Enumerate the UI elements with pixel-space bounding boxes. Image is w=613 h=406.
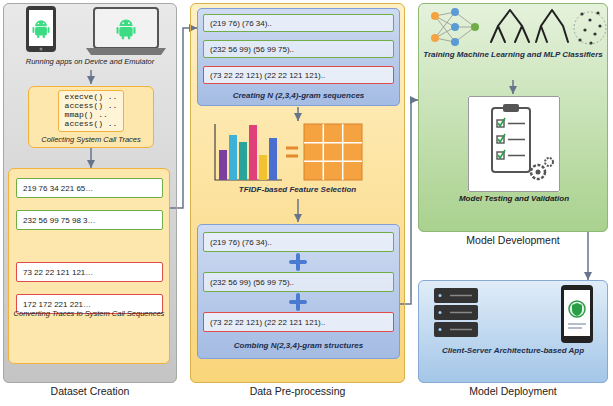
testing-box: Model Testing and Validation — [468, 96, 560, 192]
caption-text: Training Machine Learning and MLP Classi… — [423, 50, 603, 60]
caption-text: TFIDF-based Feature Selection — [195, 185, 400, 195]
ngram-row: (219 76) (76 34).. — [203, 14, 394, 32]
panel-heading: Dataset Creation — [0, 385, 196, 398]
ngram-row: (232 56 99) (56 99 75).. — [203, 40, 394, 58]
sequence-text: 172 172 221 221… — [23, 300, 91, 309]
sequence-box: Converting Traces to System Call Sequenc… — [8, 168, 170, 364]
ngram-row: (219 76) (76 34).. — [203, 232, 394, 252]
sequence-text: (219 76) (76 34).. — [210, 238, 272, 247]
trace-box: execve() ..access() ..mmap() ..access() … — [28, 86, 154, 148]
ngram-box: Creating N (2,3,4)-gram sequences (219 76… — [197, 8, 400, 106]
code-line: access() .. — [65, 102, 118, 111]
sequence-text: (73 22 22 121) (22 22 121 121).. — [210, 318, 325, 327]
caption-text: Converting Traces to System Call Sequenc… — [13, 309, 165, 318]
ngram-row: (73 22 22 121) (22 22 121 121).. — [203, 312, 394, 332]
flow-arrow — [170, 28, 197, 208]
caption-text: Model Testing and Validation — [439, 194, 589, 204]
caption-text: Running apps on Device and Emulator — [3, 57, 177, 66]
sequence-text: 232 56 99 75 98 3… — [23, 216, 96, 225]
panel-heading: Model Development — [399, 234, 613, 247]
code-line: execve() .. — [65, 93, 118, 102]
ngram-row: (232 56 99) (56 99 75).. — [203, 272, 394, 292]
ngram-row: (73 22 22 121) (22 22 121 121).. — [203, 66, 394, 84]
code-line: access() .. — [65, 120, 118, 129]
sequence-text: 73 22 22 121 121… — [23, 268, 93, 277]
sequence-text: 219 76 34 221 65… — [23, 184, 93, 193]
sequence-text: (219 76) (76 34).. — [210, 19, 272, 28]
sequence-text: (232 56 99) (56 99 75).. — [210, 45, 294, 54]
sequence-text: (232 56 99) (56 99 75).. — [210, 278, 294, 287]
flow-arrow — [587, 232, 589, 280]
sequence-row: 232 56 99 75 98 3… — [16, 210, 163, 230]
caption-text: Creating N (2,3,4)-gram sequences — [202, 91, 395, 101]
flow-arrow — [400, 100, 418, 304]
code-panel: execve() ..access() ..mmap() ..access() … — [58, 90, 125, 132]
caption-text: Combing N(2,3,4)-gram structures — [202, 341, 395, 351]
caption-text: Collecting System Call Traces — [41, 135, 140, 144]
sequence-text: (73 22 22 121) (22 22 121 121).. — [210, 71, 325, 80]
flow-arrow — [90, 148, 92, 168]
stage-panel: Model Deployment — [418, 280, 608, 383]
combine-box: Combing N(2,3,4)-gram structures (219 76)… — [197, 224, 400, 359]
panel-heading: Model Deployment — [399, 385, 613, 398]
caption-text: Client-Server Architecture-based App — [423, 346, 603, 356]
sequence-row: 219 76 34 221 65… — [16, 178, 163, 198]
code-line: mmap() .. — [65, 111, 118, 120]
panel-heading: Data Pre-processing — [171, 385, 424, 398]
sequence-row: 73 22 22 121 121… — [16, 262, 163, 282]
stage-panel: Model DevelopmentModel Testing and Valid… — [418, 3, 608, 232]
